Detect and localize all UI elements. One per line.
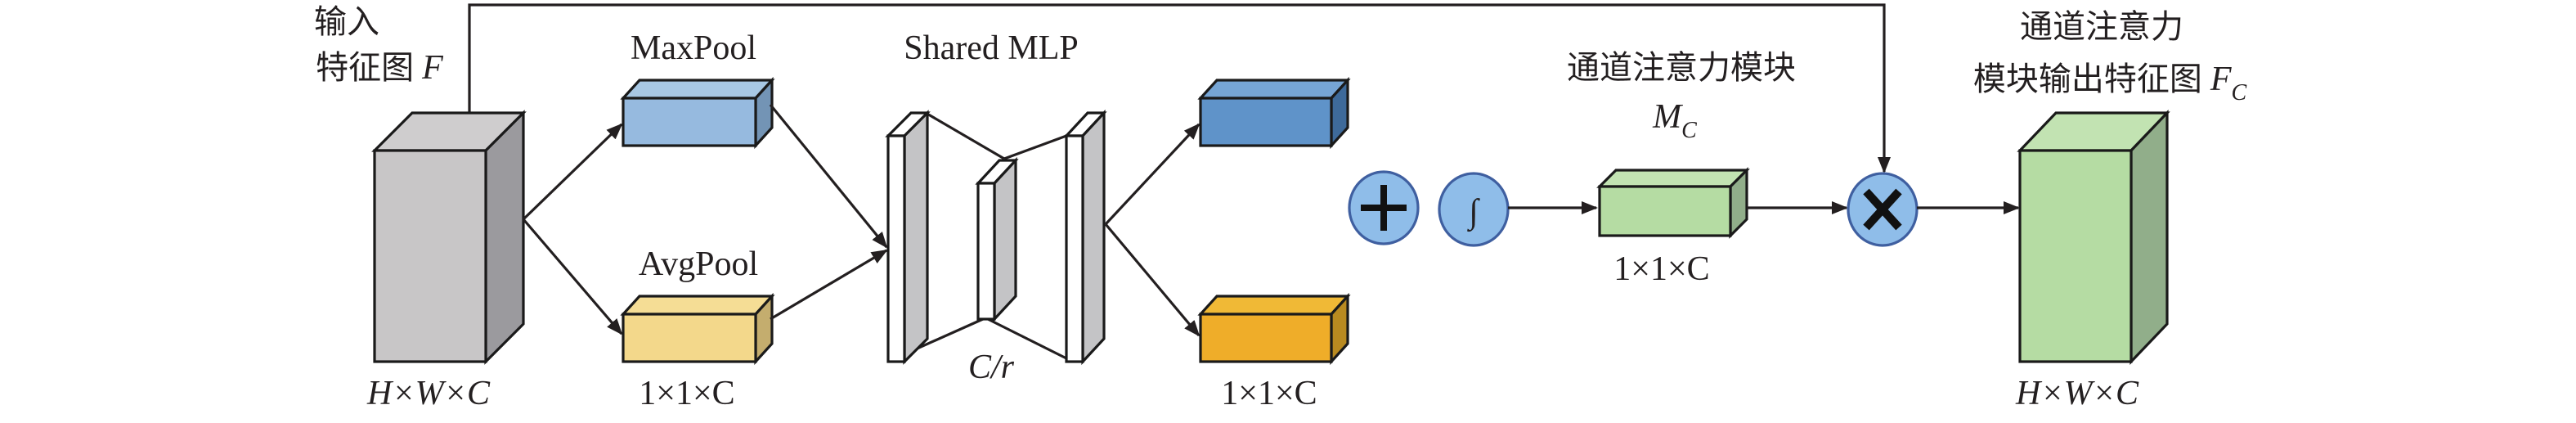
avgpool-block — [620, 292, 775, 366]
input-dims-label: H×W×C — [366, 375, 491, 412]
skip-connection-line — [468, 3, 1891, 173]
avgpool-mlp-output-block — [1197, 292, 1351, 366]
mlp-input-layer — [885, 110, 931, 365]
sigmoid-operation-icon: ∫ — [1438, 172, 1510, 247]
maxpool-label: MaxPool — [631, 29, 756, 67]
attention-module-label: 通道注意力模块 — [1567, 49, 1796, 86]
channel-attention-map-block — [1596, 167, 1750, 239]
avgpool-dims-label: 1×1×C — [639, 375, 734, 412]
input-feature-map-block — [371, 110, 527, 365]
avgpool-label: AvgPool — [639, 245, 758, 283]
output-feature-map-block — [2017, 110, 2170, 365]
result-dims-label: H×W×C — [2015, 375, 2139, 412]
arrow-to-maxpool — [522, 123, 623, 221]
arrow-mlp-to-max-output — [1104, 123, 1200, 226]
arrow-to-avgpool — [522, 218, 623, 335]
shared-mlp — [885, 109, 1107, 366]
arrow-maxpool-to-mlp — [769, 103, 888, 249]
maxpool-block — [620, 76, 775, 150]
mlp-hidden-layer — [975, 156, 1019, 323]
maxpool-mlp-output-block — [1197, 76, 1351, 150]
mlp-hidden-size-label: C/r — [968, 349, 1015, 386]
svg-text:∫: ∫ — [1466, 193, 1480, 232]
input-label-line1: 输入 — [314, 3, 379, 40]
arrow-mlp-to-avg-output — [1104, 223, 1200, 337]
result-label-line1: 通道注意力 — [2020, 8, 2183, 45]
shared-mlp-label: Shared MLP — [904, 29, 1079, 67]
outputs-dims-label: 1×1×C — [1221, 375, 1317, 412]
attention-symbol: MC — [1652, 98, 1697, 143]
add-operation-icon — [1348, 170, 1420, 245]
multiply-operation-icon — [1847, 172, 1919, 247]
arrow-avgpool-to-mlp — [770, 249, 888, 321]
attention-dims-label: 1×1×C — [1613, 250, 1709, 288]
mlp-output-layer — [1063, 109, 1107, 366]
